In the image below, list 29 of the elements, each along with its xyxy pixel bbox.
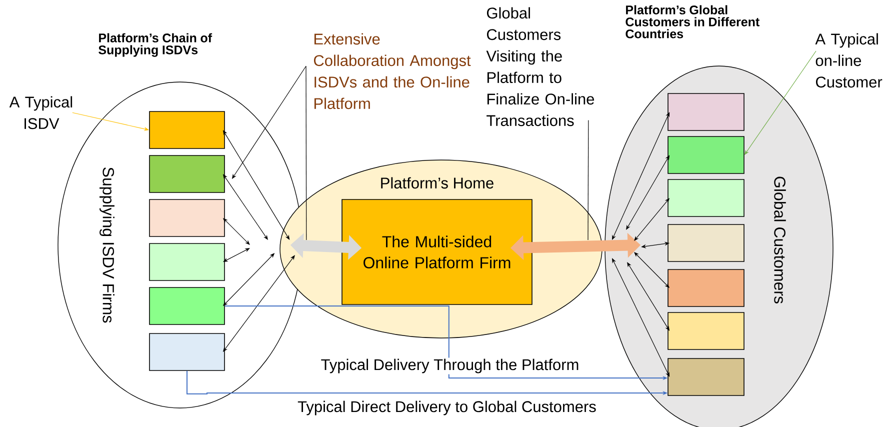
leader-line xyxy=(588,120,589,240)
supplier-box xyxy=(149,287,225,325)
edge-label: Typical Delivery Through the Platform xyxy=(320,358,580,374)
arrow xyxy=(612,112,670,240)
leader-line xyxy=(306,66,307,240)
supplier-box xyxy=(149,155,225,193)
group-heading: Platform’s Chain of Supplying ISDVs xyxy=(98,33,212,57)
customer-box xyxy=(668,312,744,350)
edge-label: Typical Direct Delivery to Global Customers xyxy=(296,400,598,416)
callout-text: A Typical ISDV xyxy=(9,96,72,130)
platform-box: The Multi-sided Online Platform Firm xyxy=(342,199,532,305)
callout-text: Extensive Collaboration Amongst ISDVs and the On-line Platform xyxy=(314,33,471,110)
arrow xyxy=(612,258,670,377)
group-heading: Platform’s Global Customers in Different Countries xyxy=(626,5,760,38)
group-label: Global Customers xyxy=(774,176,786,304)
group-label: Platform’s Home xyxy=(381,177,494,189)
supplier-box xyxy=(149,333,225,371)
supplier-box xyxy=(149,243,225,281)
customer-box xyxy=(668,93,744,131)
customer-box xyxy=(668,136,744,174)
customer-box xyxy=(668,269,744,307)
group-label: Supplying ISDV Firms xyxy=(100,168,114,323)
customer-box xyxy=(668,358,744,396)
customer-box xyxy=(668,179,744,217)
supplier-box xyxy=(149,111,225,149)
callout-text: Global Customers Visiting the Platform to Finalize On-line Transactions xyxy=(486,7,594,126)
callout-text: A Typical on-line Customer xyxy=(815,33,882,88)
supplier-box xyxy=(149,199,225,237)
customer-box xyxy=(668,224,744,262)
